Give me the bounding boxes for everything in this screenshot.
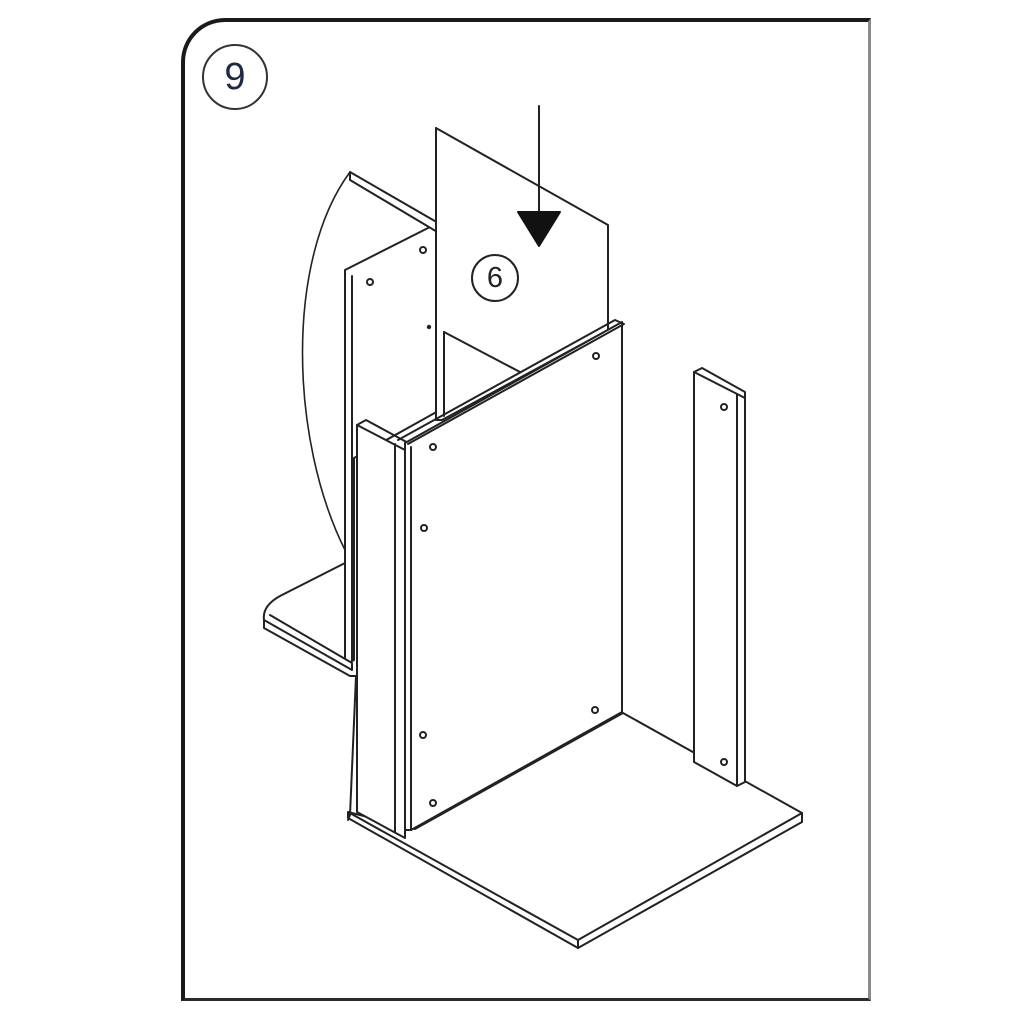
down-arrow-icon: [517, 105, 561, 247]
left-shelf: [262, 562, 357, 821]
step-frame: [181, 18, 871, 1001]
step-number: 9: [224, 55, 246, 98]
center-divider-panel: [397, 319, 625, 831]
part-number: 6: [486, 261, 504, 294]
part-number-badge: 6: [471, 254, 519, 302]
step-number-badge: 9: [202, 44, 268, 110]
right-rear-upright: [693, 367, 746, 787]
front-left-upright: [356, 419, 413, 839]
